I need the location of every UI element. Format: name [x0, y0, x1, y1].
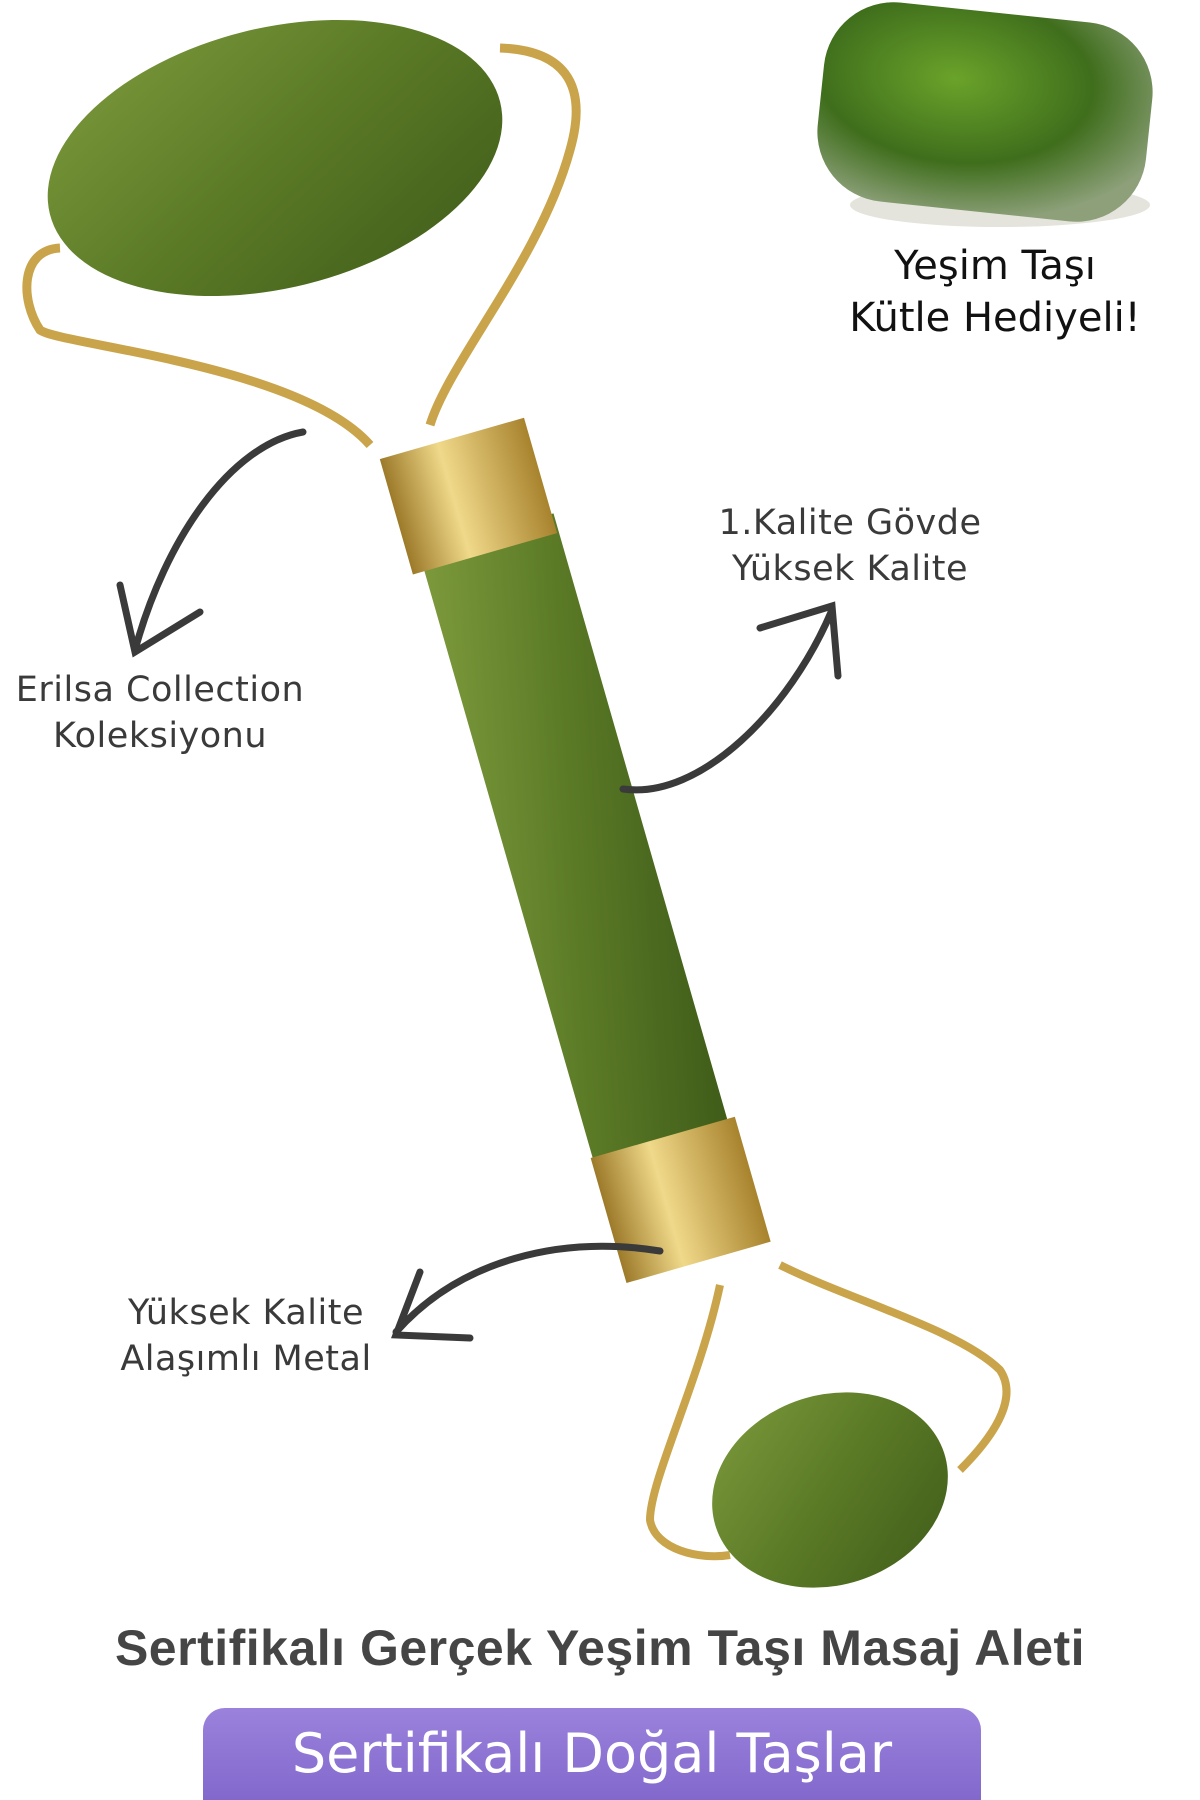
brand-line-1: Erilsa Collection [15, 670, 305, 710]
gift-line-1: Yeşim Taşı [894, 243, 1096, 289]
arrow-body [619, 601, 842, 794]
product-title-container: Sertifikalı Gerçek Yeşim Taşı Masaj Alet… [10, 1618, 1190, 1678]
body-line-1: 1.Kalite Gövde [718, 503, 982, 543]
body-line-2: Yüksek Kalite [732, 549, 968, 589]
certified-banner: Sertifikalı Doğal Taşlar [203, 1708, 981, 1800]
brand-callout: Erilsa Collection Koleksiyonu [0, 667, 320, 759]
gift-caption: Yeşim Taşı Kütle Hediyeli! [820, 240, 1170, 344]
metal-line-1: Yüksek Kalite [128, 1293, 364, 1333]
bottom-frame-wire [645, 1261, 1011, 1561]
gift-line-2: Kütle Hediyeli! [849, 295, 1141, 341]
product-title: Sertifikalı Gerçek Yeşim Taşı Masaj Alet… [114, 1620, 1086, 1676]
body-callout: 1.Kalite Gövde Yüksek Kalite [700, 500, 1000, 592]
arrow-brand [116, 428, 307, 658]
bottom-jade-stone [712, 1392, 948, 1588]
metal-callout: Yüksek Kalite Alaşımlı Metal [96, 1290, 396, 1382]
brand-line-2: Koleksiyonu [52, 716, 268, 756]
metal-line-2: Alaşımlı Metal [120, 1339, 372, 1379]
top-frame-wire [22, 43, 581, 448]
top-jade-stone [47, 19, 503, 297]
gift-stone [817, 2, 1153, 227]
arrow-metal [390, 1242, 664, 1342]
handle [379, 417, 771, 1284]
